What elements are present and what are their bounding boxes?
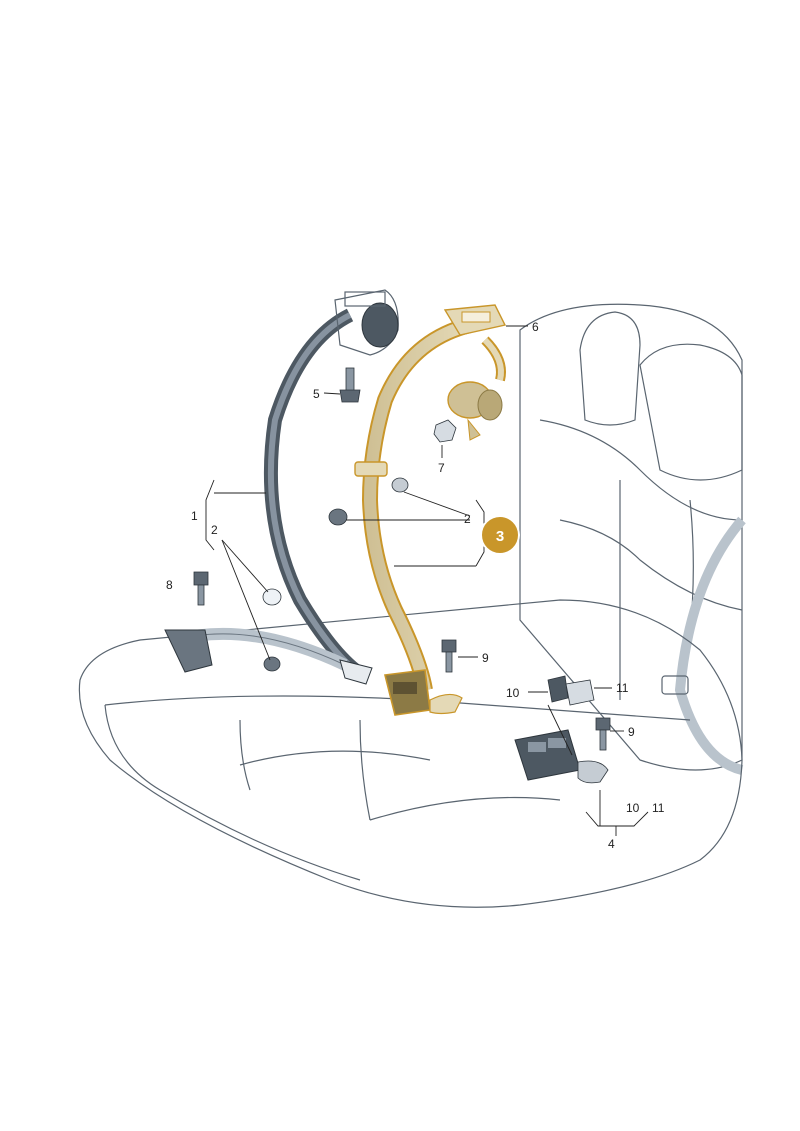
label-9-right: 9 bbox=[628, 725, 635, 739]
leader-lines bbox=[205, 325, 649, 836]
headrest-left bbox=[579, 311, 641, 426]
label-5: 5 bbox=[313, 387, 320, 401]
bolt-9-center bbox=[441, 639, 457, 673]
bolt-8 bbox=[193, 571, 209, 606]
belt-retractor-center bbox=[447, 381, 503, 441]
label-2-left: 2 bbox=[211, 523, 218, 537]
belt-retractor-left bbox=[334, 289, 399, 356]
cover-11 bbox=[565, 679, 595, 706]
bolt-5 bbox=[339, 367, 361, 403]
callout-badge-3 bbox=[480, 515, 520, 555]
seat-belt-center-highlighted bbox=[354, 304, 507, 716]
seat-cushion bbox=[78, 599, 743, 908]
belt-buckle-4 bbox=[514, 729, 609, 784]
label-11-bottom: 11 bbox=[652, 801, 665, 815]
nut-7 bbox=[433, 419, 457, 443]
label-9-center: 9 bbox=[482, 651, 489, 665]
clip-10 bbox=[547, 675, 569, 703]
callout-number: 3 bbox=[496, 528, 504, 545]
belt-buckle-center bbox=[384, 669, 463, 716]
seat-backrest bbox=[519, 303, 746, 775]
label-8: 8 bbox=[166, 578, 173, 592]
bolt-9-right bbox=[595, 717, 611, 751]
hardware-parts bbox=[193, 367, 611, 784]
label-4: 4 bbox=[608, 837, 615, 851]
label-7: 7 bbox=[438, 461, 445, 475]
label-2-right: 2 bbox=[464, 512, 471, 526]
label-11-top: 11 bbox=[616, 681, 629, 695]
seat-belt-left bbox=[164, 289, 399, 685]
label-6: 6 bbox=[532, 320, 539, 334]
headrest-right bbox=[639, 343, 743, 481]
label-10-bottom: 10 bbox=[626, 801, 640, 815]
label-1: 1 bbox=[191, 509, 198, 523]
label-10-top: 10 bbox=[506, 686, 520, 700]
